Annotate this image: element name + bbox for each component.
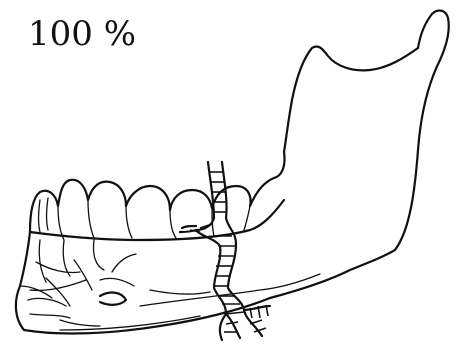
root-outlines: [30, 240, 104, 290]
foramen: [100, 293, 126, 305]
mandible-outline: [16, 11, 449, 334]
tooth-separators: [39, 198, 251, 240]
artery-branch: [180, 226, 196, 232]
gum-line: [30, 200, 284, 240]
